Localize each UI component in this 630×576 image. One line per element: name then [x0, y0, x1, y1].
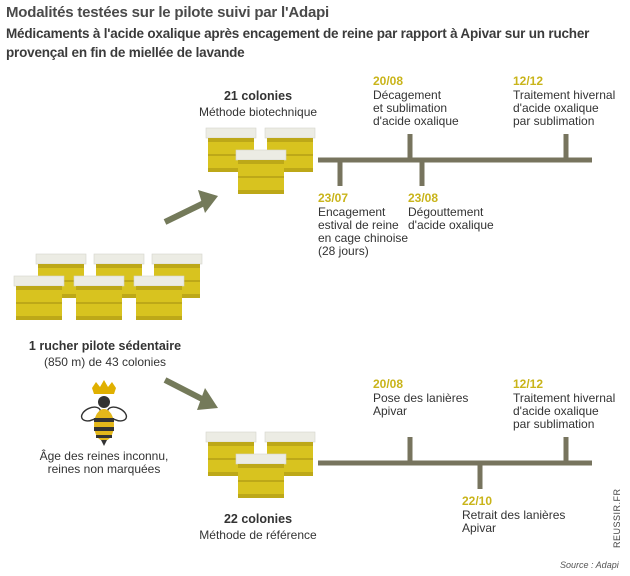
event-line: Traitement hivernal [513, 391, 616, 405]
hive-icon [235, 453, 287, 499]
credit-label: REUSSIR.FR [612, 488, 622, 548]
top-group-hives [205, 127, 316, 195]
event-line: Traitement hivernal [513, 88, 616, 102]
hive-icon [235, 149, 287, 195]
event-description: Dégouttement d'acide oxalique [408, 206, 494, 232]
event-description: Pose des lanières Apivar [373, 392, 468, 418]
queen-bee-icon [80, 380, 128, 446]
top-group-count: 21 colonies [223, 89, 293, 103]
event-line: par sublimation [513, 114, 595, 128]
hive-icon [13, 275, 65, 321]
hive-icon [73, 275, 125, 321]
header: Modalités testées sur le pilote suivi pa… [6, 4, 626, 62]
bottom-group-hives [205, 431, 316, 499]
event-line: Pose des lanières [373, 391, 469, 405]
bottom-timeline [318, 437, 592, 489]
event-line: Dégouttement [408, 205, 484, 219]
event-line: d'acide oxalique [513, 101, 599, 115]
event-date: 12/12 [513, 377, 544, 391]
event-date: 22/10 [462, 494, 493, 508]
apiary-hives [13, 253, 203, 321]
event-line: estival de reine [318, 218, 399, 232]
event-line: d'acide oxalique [373, 114, 459, 128]
top-group-method: Méthode biotechnique [198, 105, 318, 119]
source-label: Source : Adapi [560, 560, 619, 570]
event-line: (28 jours) [318, 244, 369, 258]
event-line: Décagement [373, 88, 442, 102]
page-title: Modalités testées sur le pilote suivi pa… [6, 4, 330, 21]
bottom-group-method: Méthode de référence [199, 528, 317, 542]
event-description: Traitement hivernal d'acide oxalique par… [513, 392, 615, 431]
event-description: Décagement et sublimation d'acide oxaliq… [373, 89, 459, 128]
arrow-down-right [163, 377, 218, 410]
apiary-details: (850 m) de 43 colonies [43, 355, 167, 369]
event-line: en cage chinoise [318, 231, 409, 245]
event-line: d'acide oxalique [408, 218, 494, 232]
arrow-up-right [163, 190, 218, 225]
event-line: et sublimation [373, 101, 448, 115]
event-line: d'acide oxalique [513, 404, 599, 418]
hive-icon [133, 275, 185, 321]
event-date: 12/12 [513, 74, 544, 88]
event-line: Encagement [318, 205, 386, 219]
page-subtitle: Médicaments à l'acide oxalique après enc… [6, 26, 590, 60]
queen-note: Âge des reines inconnu, reines non marqu… [26, 450, 182, 476]
queen-note-line: Âge des reines inconnu, [39, 449, 169, 463]
event-description: Traitement hivernal d'acide oxalique par… [513, 89, 615, 128]
event-date: 23/08 [408, 191, 439, 205]
event-line: Apivar [462, 521, 497, 535]
queen-note-line: reines non marquées [47, 462, 161, 476]
bottom-group-count: 22 colonies [223, 512, 293, 526]
event-date: 20/08 [373, 74, 404, 88]
event-date: 23/07 [318, 191, 349, 205]
apiary-name: 1 rucher pilote sédentaire [28, 339, 182, 353]
event-line: par sublimation [513, 417, 595, 431]
top-timeline [318, 134, 592, 186]
event-description: Encagement estival de reine en cage chin… [318, 206, 408, 258]
event-description: Retrait des lanières Apivar [462, 509, 565, 535]
event-date: 20/08 [373, 377, 404, 391]
event-line: Retrait des lanières [462, 508, 566, 522]
event-line: Apivar [373, 404, 408, 418]
